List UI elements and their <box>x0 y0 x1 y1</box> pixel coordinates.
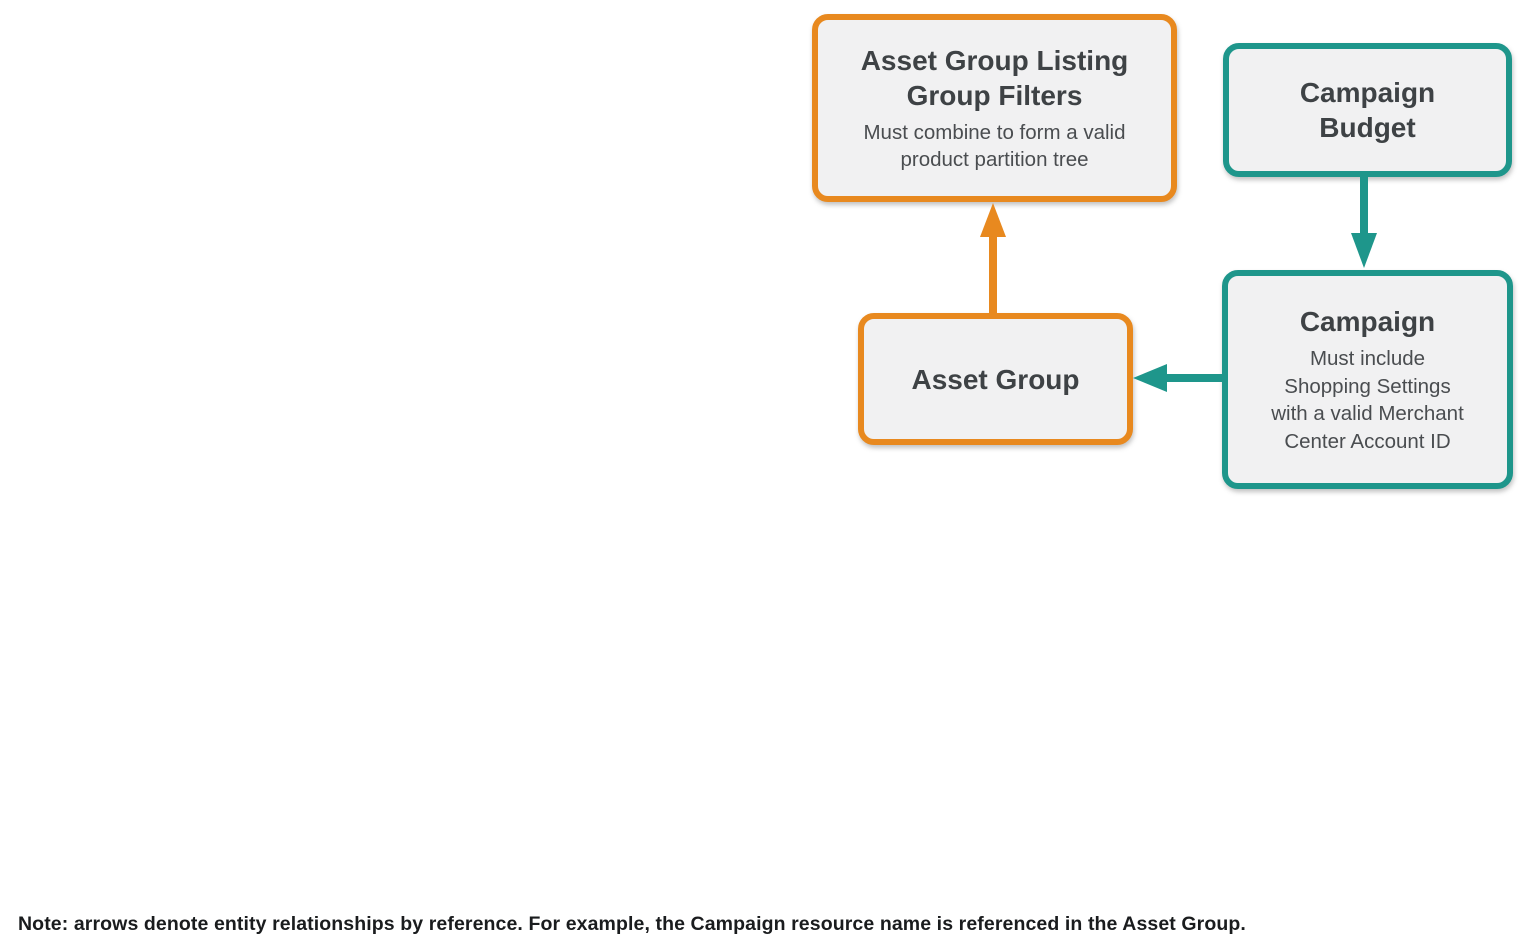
diagram-note: Note: arrows denote entity relationships… <box>18 913 1246 935</box>
node-subtitle: Must combine to form a valid product par… <box>863 120 1126 172</box>
node-asset-group: Asset Group <box>858 313 1133 445</box>
arrow-budget-to-campaign-shaft <box>1360 177 1368 235</box>
arrow-asset-group-to-filters-shaft <box>989 232 997 313</box>
arrow-campaign-to-asset-group-head-left-icon <box>1133 364 1167 392</box>
node-title: Asset Group Listing Group Filters <box>860 44 1129 111</box>
arrow-campaign-to-asset-group-shaft <box>1165 374 1222 382</box>
node-title: Asset Group <box>911 363 1080 395</box>
node-subtitle: Must include Shopping Settings with a va… <box>1271 347 1464 453</box>
node-campaign: Campaign Must include Shopping Settings … <box>1222 270 1513 489</box>
node-title: Campaign Budget <box>1299 77 1436 143</box>
arrow-asset-group-to-filters-head-up-icon <box>980 203 1006 237</box>
node-asset-group-listing-group-filters: Asset Group Listing Group Filters Must c… <box>812 14 1177 202</box>
arrow-budget-to-campaign-head-down-icon <box>1351 233 1377 268</box>
node-title: Campaign <box>1299 306 1436 337</box>
node-campaign-budget: Campaign Budget <box>1223 43 1512 177</box>
